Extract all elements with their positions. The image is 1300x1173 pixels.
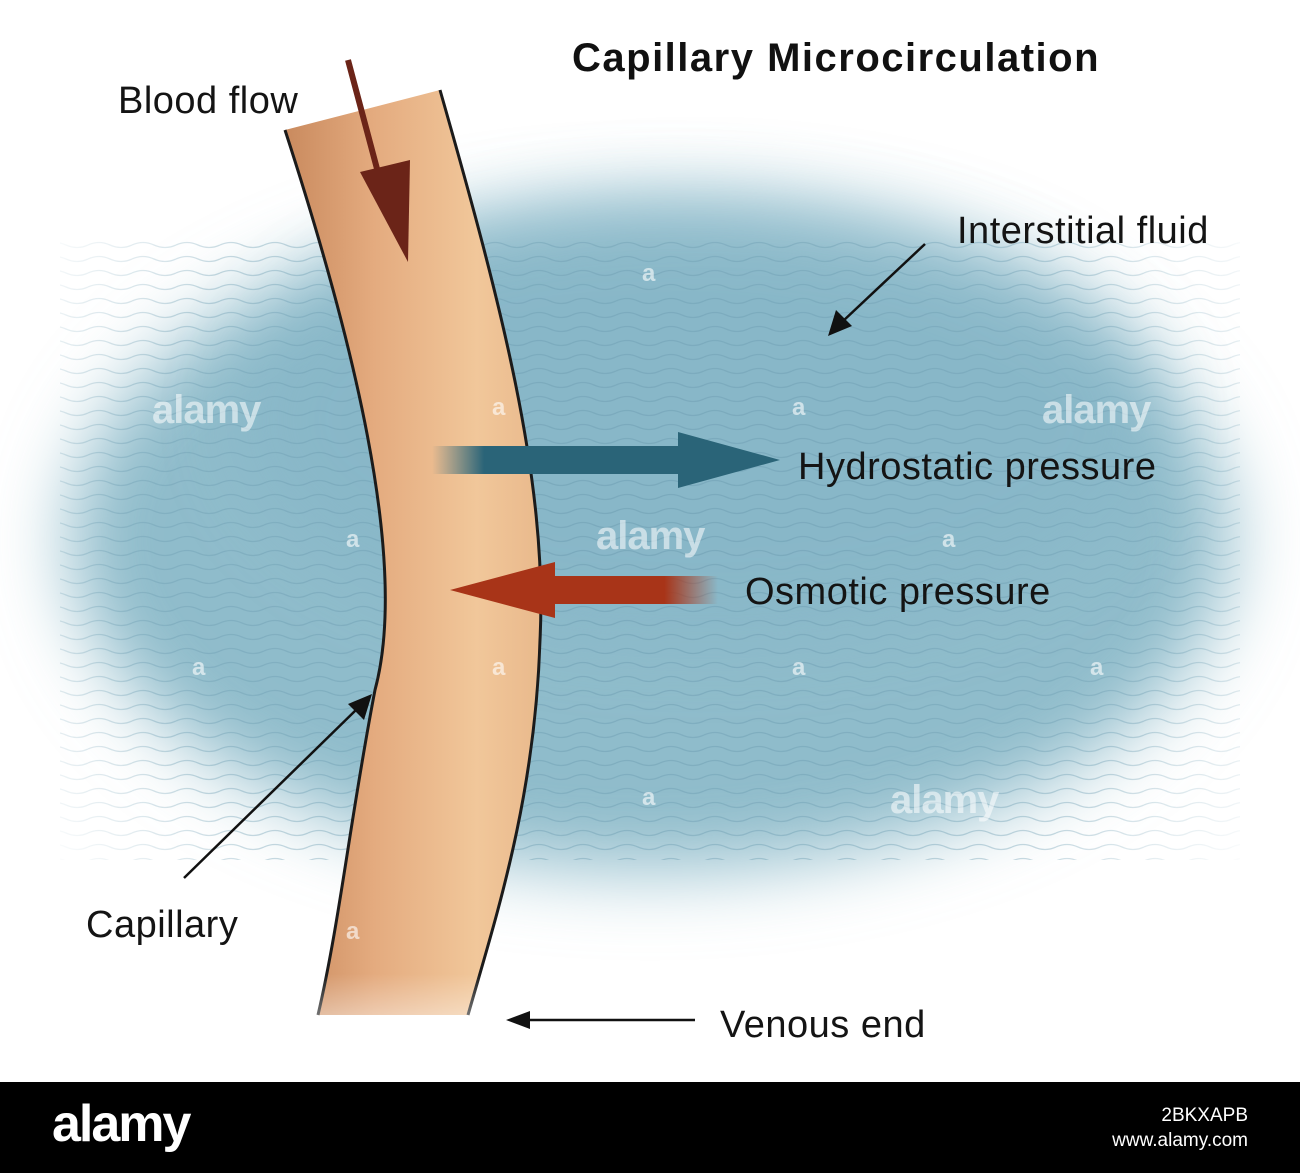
watermark: alamy <box>596 514 705 558</box>
watermark-mark: a <box>492 394 506 421</box>
capillary-pointer <box>183 694 372 879</box>
capillary-vessel <box>283 89 543 1016</box>
watermark-mark: a <box>642 784 656 811</box>
watermark-mark: a <box>346 918 360 945</box>
osmotic-pressure-arrow <box>450 562 718 618</box>
hydrostatic-pressure-arrow <box>432 432 780 488</box>
watermark: alamy <box>1042 388 1151 432</box>
image-id: 2BKXAPB <box>1161 1105 1248 1126</box>
diagram-canvas: Capillary Microcirculation Blood flow In… <box>60 36 1240 1046</box>
footer-image-info: 2BKXAPB www.alamy.com <box>1112 1104 1248 1153</box>
blood-flow-label: Blood flow <box>118 80 299 122</box>
capillary-label: Capillary <box>86 904 239 946</box>
watermark: alamy <box>152 388 261 432</box>
watermark-mark: a <box>492 654 506 681</box>
venous-end-pointer <box>506 1011 695 1029</box>
watermark-mark: a <box>642 260 656 287</box>
osmotic-pressure-label: Osmotic pressure <box>745 571 1051 613</box>
diagram-graphics <box>60 59 1240 1029</box>
watermark-mark: a <box>942 918 956 945</box>
watermark-mark: a <box>942 526 956 553</box>
footer-logo: alamy <box>52 1095 191 1153</box>
blood-flow-arrow <box>345 59 410 262</box>
watermark-mark: a <box>792 394 806 421</box>
watermark-mark: a <box>1090 654 1104 681</box>
diagram-title: Capillary Microcirculation <box>572 36 1101 80</box>
site-url[interactable]: www.alamy.com <box>1112 1129 1248 1151</box>
watermark: alamy <box>890 778 999 822</box>
hydrostatic-pressure-label: Hydrostatic pressure <box>798 446 1157 488</box>
watermark-mark: a <box>192 654 206 681</box>
footer-bar: alamy 2BKXAPB www.alamy.com <box>0 1082 1300 1173</box>
watermark-mark: a <box>792 654 806 681</box>
venous-end-label: Venous end <box>720 1004 926 1046</box>
interstitial-fluid-label: Interstitial fluid <box>957 210 1209 252</box>
watermark-mark: a <box>346 526 360 553</box>
interstitial-fluid-pointer <box>828 243 926 336</box>
